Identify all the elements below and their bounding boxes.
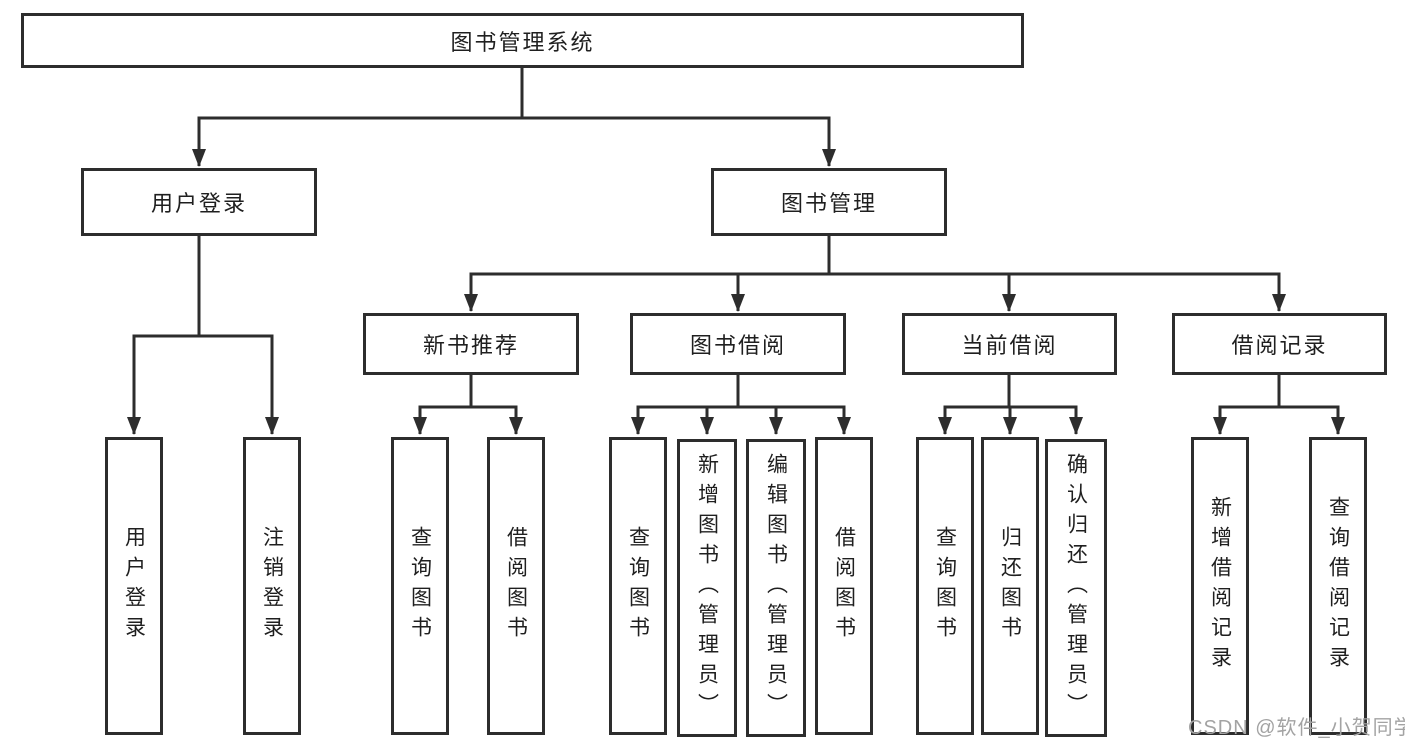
leaf-current-confirm-return-admin-label: 确认归还（管理员） (1064, 453, 1088, 723)
leaf-borrowing-add-books-admin-label: 新增图书（管理员） (695, 453, 719, 723)
leaf-recommend-query-books-label: 查询图书 (408, 526, 432, 646)
connector-book-management-to-level3 (464, 236, 1286, 312)
leaf-user-login: 用户登录 (105, 437, 163, 735)
leaf-records-add-record: 新增借阅记录 (1191, 437, 1249, 735)
connector-book-borrowing-children (631, 375, 851, 435)
leaf-borrowing-edit-books-admin: 编辑图书（管理员） (746, 439, 806, 737)
leaf-recommend-borrow-books: 借阅图书 (487, 437, 545, 735)
connector-root-to-level2 (192, 68, 836, 167)
leaf-borrowing-query-books: 查询图书 (609, 437, 667, 735)
watermark: CSDN @软件_小贺同学 (1188, 717, 1405, 739)
leaf-records-query-record-label: 查询借阅记录 (1326, 496, 1350, 676)
leaf-borrowing-edit-books-admin-label: 编辑图书（管理员） (764, 453, 788, 723)
leaf-recommend-borrow-books-label: 借阅图书 (504, 526, 528, 646)
leaf-current-return-books-label: 归还图书 (998, 526, 1022, 646)
leaf-borrowing-add-books-admin: 新增图书（管理员） (677, 439, 737, 737)
leaf-records-add-record-label: 新增借阅记录 (1208, 496, 1232, 676)
connector-new-book-recommend-children (413, 375, 523, 435)
leaf-records-query-record: 查询借阅记录 (1309, 437, 1367, 735)
leaf-user-login-label: 用户登录 (122, 526, 146, 646)
node-book-borrowing: 图书借阅 (630, 313, 846, 375)
leaf-borrowing-borrow-books-label: 借阅图书 (832, 526, 856, 646)
node-user-login: 用户登录 (81, 168, 317, 236)
leaf-borrowing-query-books-label: 查询图书 (626, 526, 650, 646)
node-root: 图书管理系统 (21, 13, 1024, 68)
node-new-book-recommend: 新书推荐 (363, 313, 579, 375)
leaf-current-query-books-label: 查询图书 (933, 526, 957, 646)
connector-user-login-children (127, 236, 279, 435)
connector-current-borrowing-children (938, 375, 1083, 435)
connector-borrow-records-children (1213, 375, 1345, 435)
leaf-current-confirm-return-admin: 确认归还（管理员） (1045, 439, 1107, 737)
leaf-borrowing-borrow-books: 借阅图书 (815, 437, 873, 735)
node-current-borrowing: 当前借阅 (902, 313, 1117, 375)
node-book-management: 图书管理 (711, 168, 947, 236)
leaf-current-query-books: 查询图书 (916, 437, 974, 735)
leaf-current-return-books: 归还图书 (981, 437, 1039, 735)
leaf-logout-label: 注销登录 (260, 526, 284, 646)
leaf-logout: 注销登录 (243, 437, 301, 735)
node-borrow-records: 借阅记录 (1172, 313, 1387, 375)
leaf-recommend-query-books: 查询图书 (391, 437, 449, 735)
